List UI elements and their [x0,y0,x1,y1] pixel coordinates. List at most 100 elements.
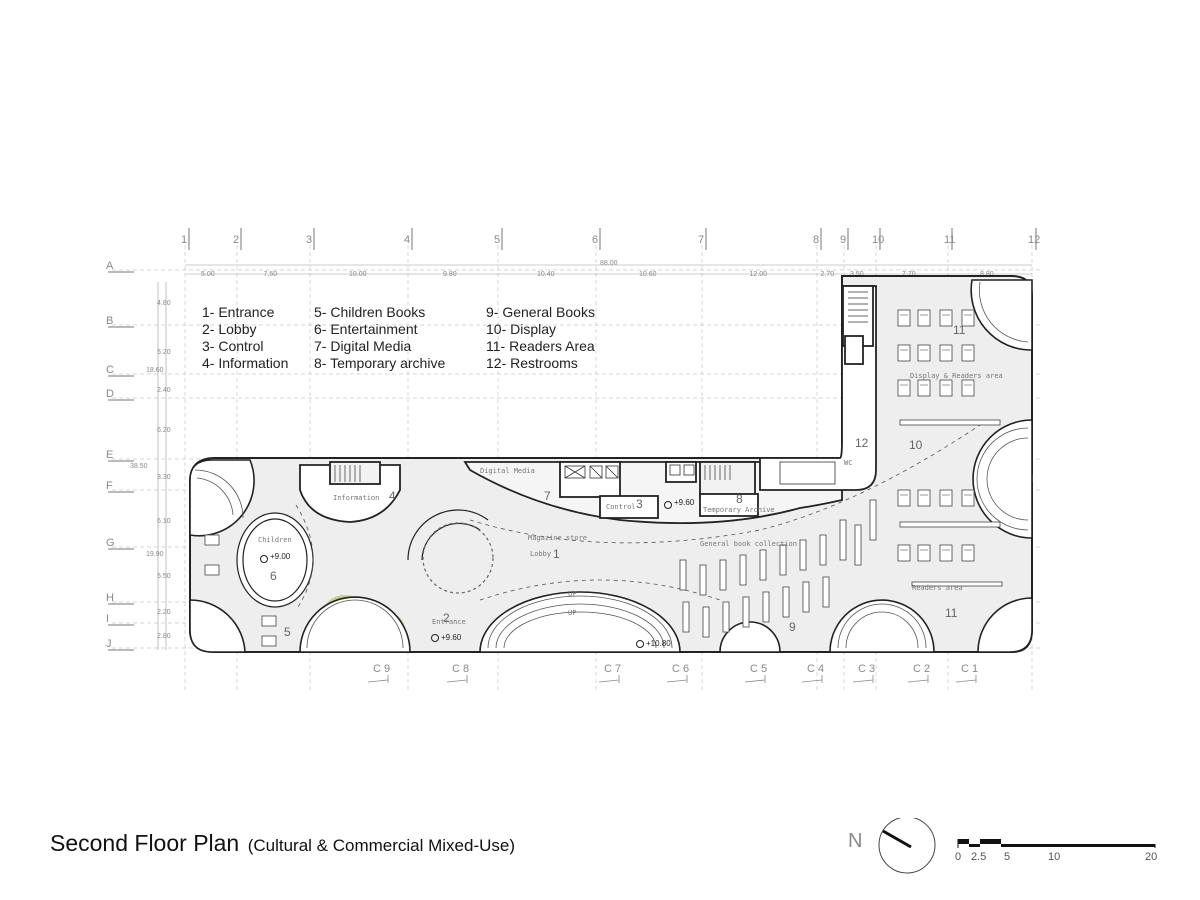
room-label-wc: WC [844,459,852,467]
reading-table [917,544,931,562]
column-dimension-label: 5.00 [201,271,215,278]
reading-table [939,379,953,397]
overall-height-label: 38.50 [130,463,148,470]
section-label: C 6 [672,663,689,675]
book-shelf [799,539,807,571]
legend-item: 12- Restrooms [486,355,578,371]
reading-table [261,615,277,627]
room-label-general-collection: General book collection [700,540,797,548]
legend-column-2: 5- Children Books 6- Entertainment 7- Di… [314,304,445,372]
circular-voids [189,279,1033,653]
room-number: 2 [443,611,450,625]
book-shelf [822,576,830,608]
reading-table [897,544,911,562]
grid-row-label: E [106,449,113,461]
overall-height-label: 19.90 [146,551,164,558]
book-shelf [802,581,810,613]
grid-column-marker [411,228,413,250]
room-number: 7 [544,489,551,503]
book-shelf [779,544,787,576]
grid-column-label: 4 [404,234,410,246]
scale-tick: 20 [1145,851,1158,863]
row-dimension-label: 3.30 [157,474,171,481]
room-labels: Digital Media Information Children Entra… [258,372,1003,626]
room-label-digital-media: Digital Media [480,467,535,475]
section-label: C 9 [373,663,390,675]
scale-tick: 5 [1004,851,1011,863]
room-numbers: 1 2 3 4 5 6 7 8 9 10 11 11 12 [270,323,966,639]
section-cut-line [801,679,823,683]
row-dimension-label: 2.20 [157,609,171,616]
column-dimension-label: 7.70 [902,271,916,278]
row-dimension-label: 6.10 [157,518,171,525]
level-marker: +10.80 [646,639,671,648]
grid-column-label: 2 [233,234,239,246]
book-shelf [742,596,750,628]
legend-item: 10- Display [486,321,557,337]
grid-column-marker [501,228,503,250]
book-shelf [869,499,877,541]
section-cut-line [666,679,688,683]
legend-column-3: 9- General Books 10- Display 11- Readers… [486,304,595,372]
room-label-magazine: Magazine store [528,534,587,542]
north-label: N [848,830,863,852]
reading-table [261,635,277,647]
grid-row-label: J [106,638,112,650]
north-compass-icon [878,818,936,874]
grid-column-marker [847,228,849,250]
room-number: 11 [953,323,966,337]
section-cut-line [744,679,766,683]
book-shelf [839,519,847,561]
stair-up-label: UP [568,590,576,598]
drawing-title: Second Floor Plan (Cultural & Commercial… [50,830,515,857]
section-label: C 1 [961,663,978,675]
book-shelf [702,606,710,638]
reading-table [204,534,220,546]
room-number: 1 [553,547,560,561]
scale-bar: 0 2.5 5 10 20 [955,835,1165,875]
reading-table [897,309,911,327]
overall-height-label: 18.60 [146,367,164,374]
column-dimension-label: 9.80 [443,271,457,278]
room-number: 3 [636,497,643,511]
column-dimension-label: 12.00 [750,271,768,278]
reading-table [939,309,953,327]
section-label: C 3 [858,663,875,675]
reading-table [961,379,975,397]
reading-table [897,344,911,362]
legend-item: 2- Lobby [202,321,257,337]
row-dimension-label: 2.80 [157,633,171,640]
section-cut-line [955,679,977,683]
grid-column-label: 9 [840,234,846,246]
column-dimension-label: 10.00 [349,271,367,278]
row-dimension-label: 4.80 [157,300,171,307]
legend-item: 1- Entrance [202,304,275,320]
row-dimension-label: 5.50 [157,573,171,580]
section-cut-line [598,679,620,683]
grid-column-label: 6 [592,234,598,246]
book-shelf [819,534,827,566]
book-shelf [739,554,747,586]
grid-column-marker [951,228,953,250]
row-dimension-label: 2.40 [157,387,171,394]
scale-bar-graphic [957,839,1156,848]
room-label-temp-archive: Temporary Archive [703,506,775,514]
book-shelf [854,524,862,566]
column-dimension-label: 7.50 [264,271,278,278]
legend-item: 5- Children Books [314,304,426,320]
room-number: 5 [284,625,291,639]
reading-table [961,344,975,362]
reading-table [961,489,975,507]
grid-column-marker [313,228,315,250]
grid-row-label: G [106,537,115,549]
book-shelf [762,591,770,623]
grid-row-label: F [106,480,113,492]
grid-column-label: 11 [944,234,955,246]
room-label-readers-area: Readers area [912,584,963,592]
room-label-children: Children [258,536,292,544]
reading-table [939,344,953,362]
reading-table [897,489,911,507]
column-dimension-label: 10.60 [639,271,657,278]
